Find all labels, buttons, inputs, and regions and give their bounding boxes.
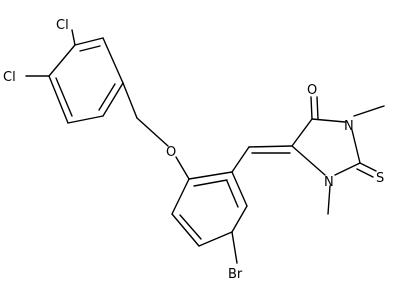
bond-ch2-o [136,117,169,147]
bond [48,44,76,77]
bond-aryl-ch [231,146,250,173]
bond [67,115,104,124]
bond-c2-s [359,162,377,172]
bond-n3-methyl [353,105,385,117]
bond-double-inner [179,214,202,240]
bond [74,37,104,46]
atom-o-carbonyl: O [307,83,317,98]
bond-double-inner [98,83,116,111]
bond [198,231,233,247]
atom-n-lower: N [324,175,334,190]
dichlorophenyl-ring [48,37,124,124]
bond-n1-c5 [291,145,326,176]
bond-c-cl-top [71,29,76,46]
bond [231,205,248,233]
bond-n3-c2 [351,129,361,164]
bond-c4-n3 [311,118,346,123]
bond-n1-methyl [327,185,331,215]
bond-double-inner [79,45,101,52]
bond [171,178,190,215]
bond-o-aryl [175,156,190,180]
atom-o-ether: O [166,145,176,160]
bond-double-inner [55,77,73,117]
atom-s-thione: S [376,171,384,186]
bond [102,82,124,117]
bond [48,75,69,124]
bond [231,171,248,207]
bond-c2-s-double [356,168,374,178]
imidazolidinone-ring [291,118,361,176]
atom-cl-top: Cl [56,18,69,33]
bond [102,37,124,84]
atom-n-upper: N [344,119,354,134]
bond-c5-c4 [291,118,313,147]
bond [171,213,200,247]
bond [188,171,233,180]
atom-br: Br [228,267,243,282]
bromophenyl-ring [171,171,248,247]
bond-c4-o-double [316,96,319,120]
bond-double-inner [226,180,239,208]
bond-c-br [231,231,238,264]
atom-cl-left: Cl [3,70,16,85]
bond-c2-n1 [334,162,361,176]
bond-c4-o [310,96,313,120]
bond-double-inner [193,179,228,187]
bond-ch-c5 [248,145,293,148]
bond-ring-ch2 [122,82,138,119]
